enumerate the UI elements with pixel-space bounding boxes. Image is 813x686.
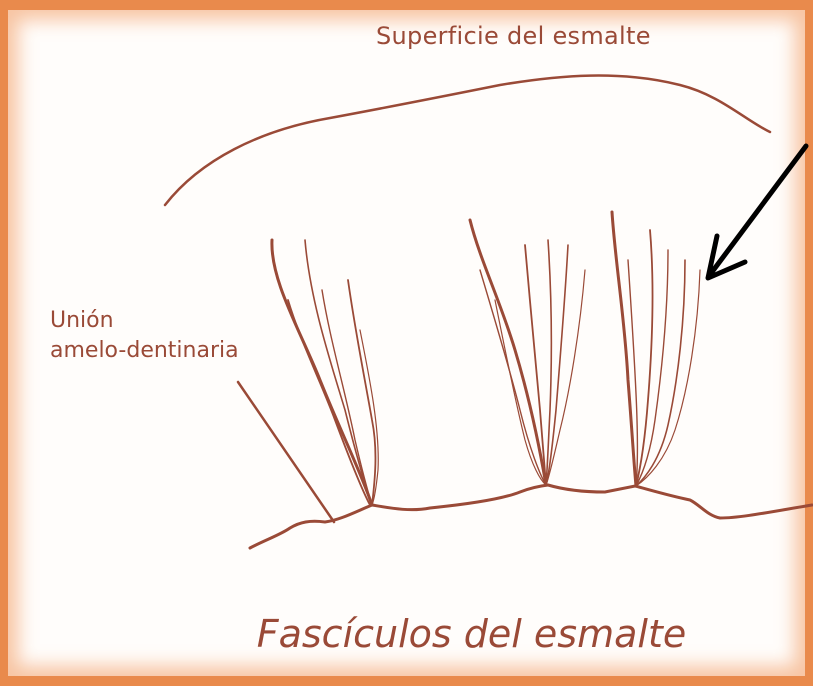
junction-label-line-2: amelo-dentinaria: [50, 336, 239, 366]
enamel-surface-line: [165, 76, 770, 205]
enamel-tuft-group-1: [272, 240, 378, 505]
arrow-icon: [708, 146, 806, 278]
enamel-tuft-group-3: [612, 212, 700, 486]
dentinoenamel-junction-line: [250, 485, 812, 548]
surface-label: Superficie del esmalte: [376, 22, 651, 50]
junction-leader-line: [238, 382, 334, 522]
junction-label-line-1: Unión: [50, 306, 239, 336]
junction-label: Unión amelo-dentinaria: [50, 306, 239, 366]
enamel-tuft-group-2: [470, 220, 585, 485]
diagram-caption: Fascículos del esmalte: [0, 612, 813, 656]
